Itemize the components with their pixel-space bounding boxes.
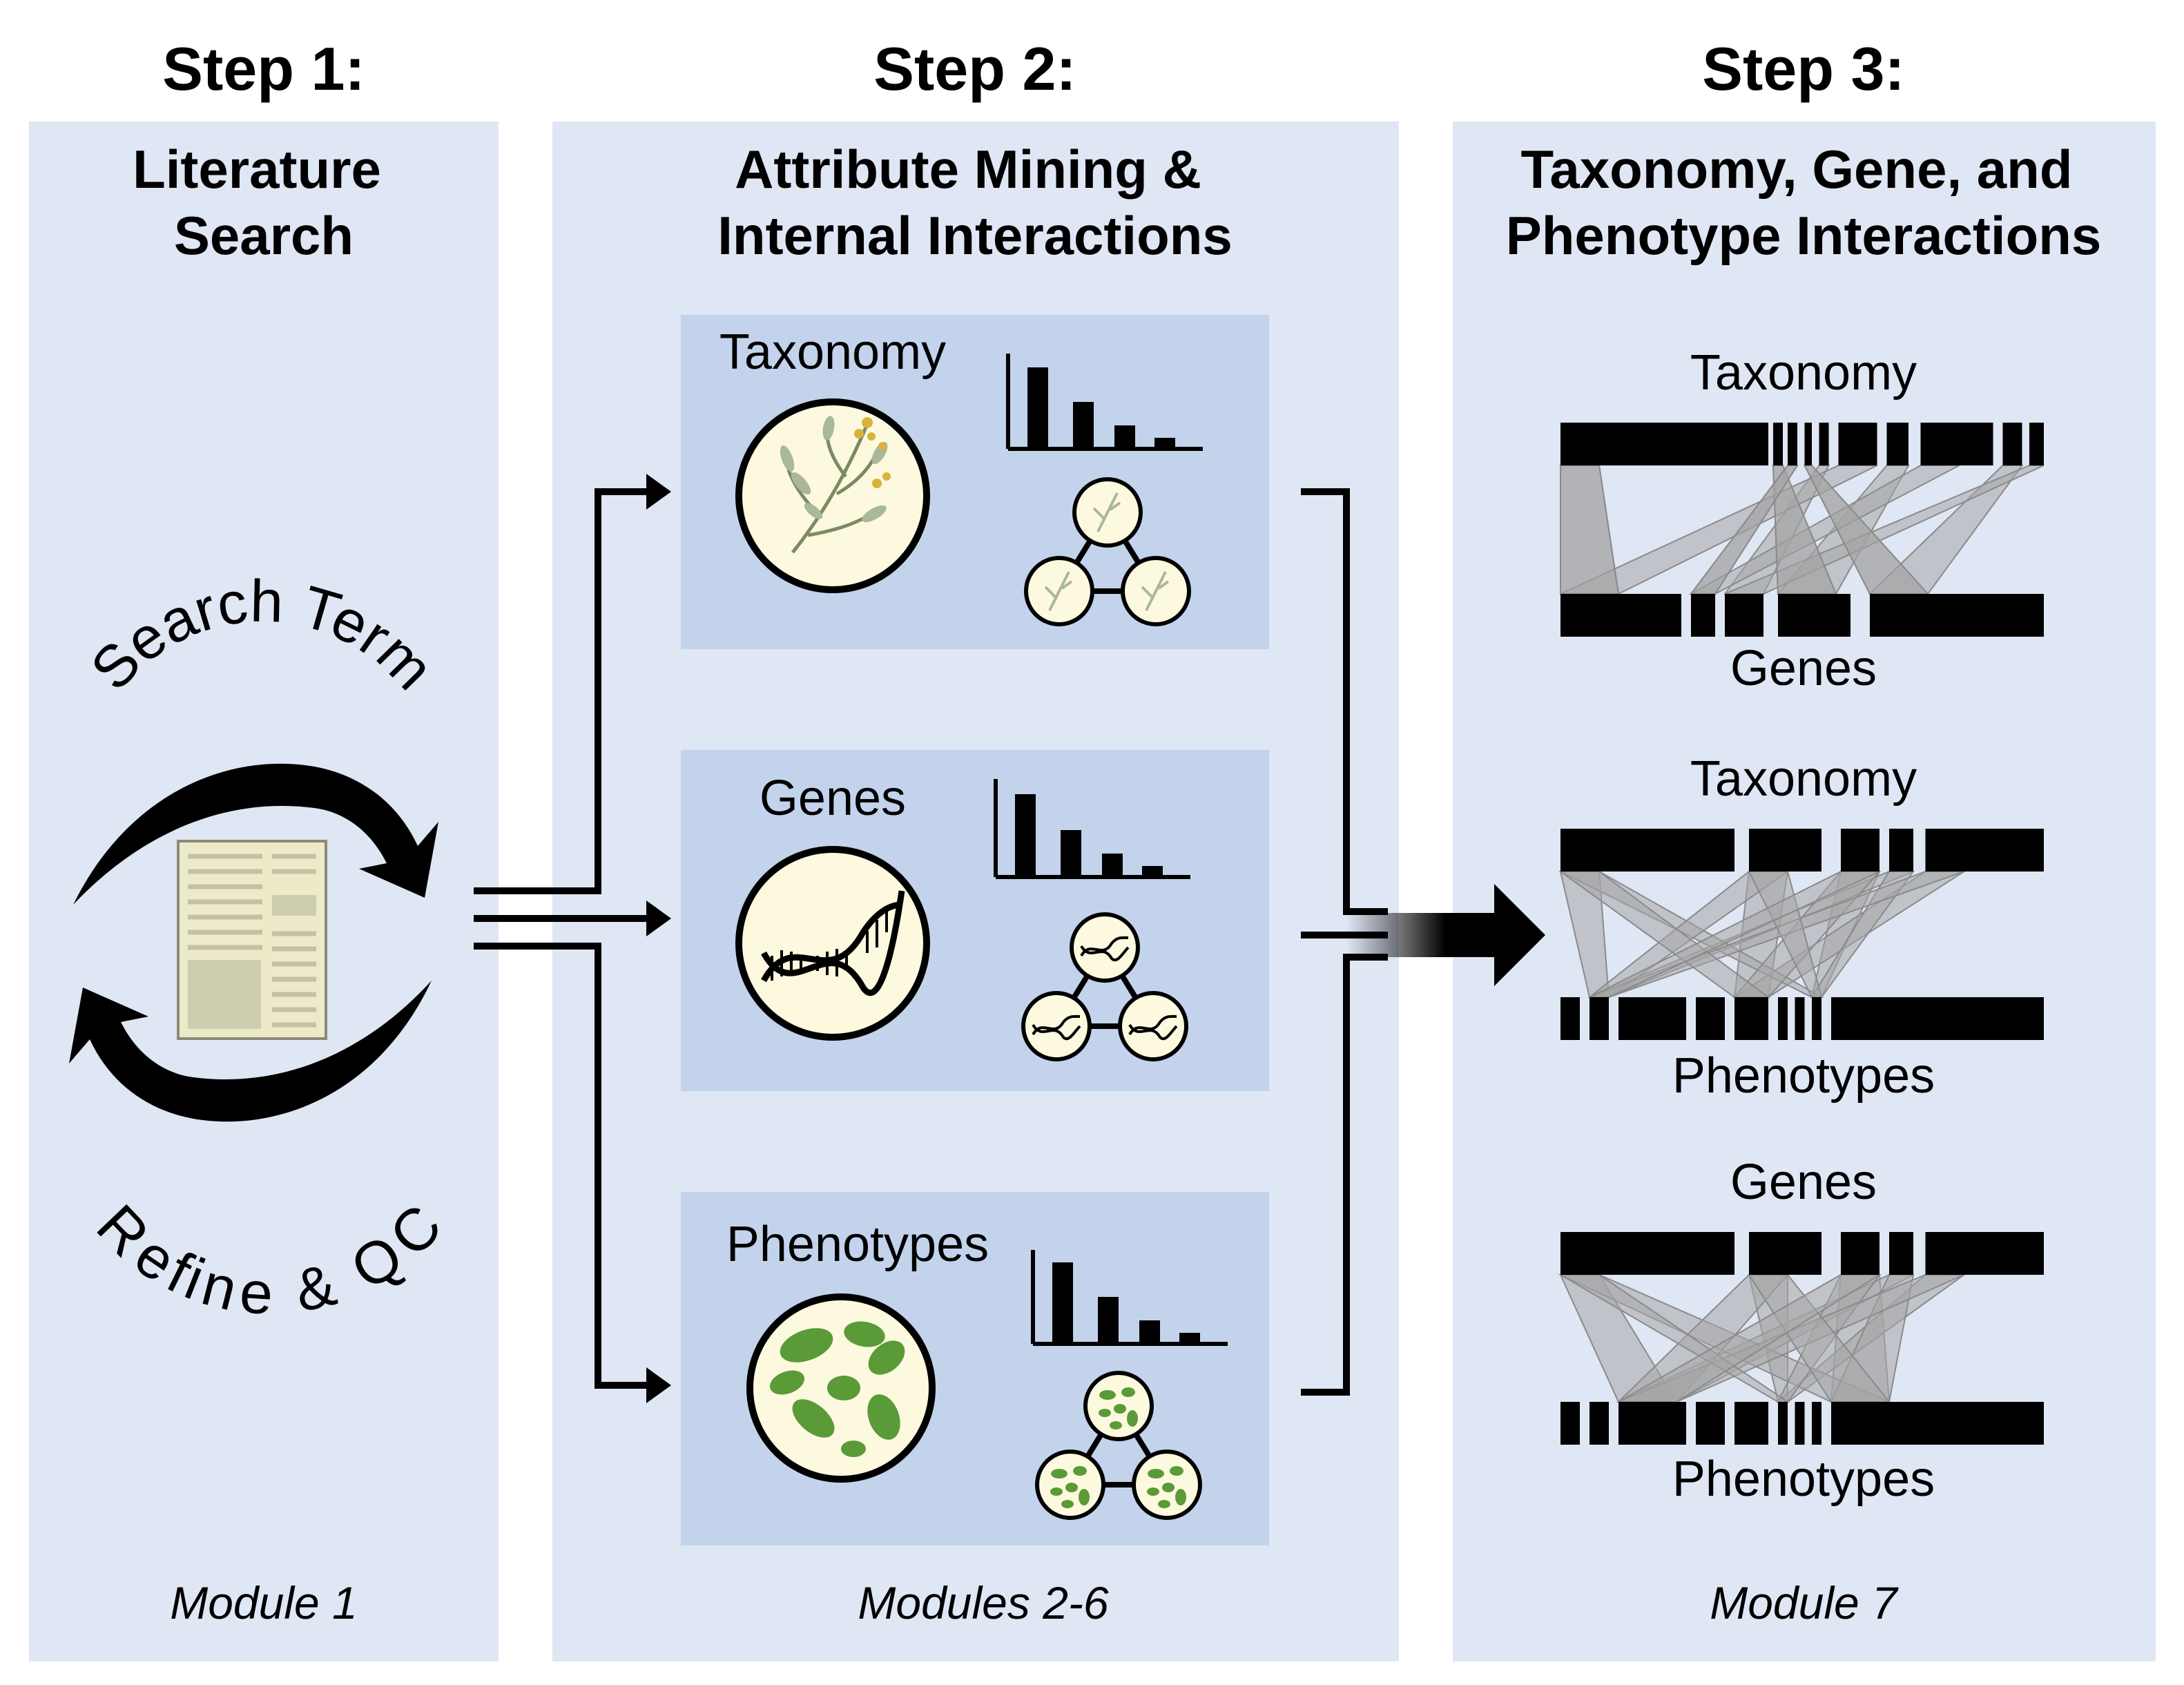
box-phenotypes-label: Phenotypes xyxy=(726,1217,989,1272)
bar-segment-bottom xyxy=(1795,1402,1805,1445)
bar-segment-bottom xyxy=(1560,594,1681,637)
bar-segment-top xyxy=(1889,829,1913,872)
bar-segment-top xyxy=(1749,1232,1821,1275)
ribbons-2 xyxy=(1558,871,1966,998)
bar-segment-top xyxy=(1889,1232,1913,1275)
step3-heading: Step 3: xyxy=(1702,35,1904,103)
arrowhead-genes xyxy=(646,901,671,936)
network-icon-taxonomy xyxy=(1024,477,1191,626)
step3-module: Module 7 xyxy=(1710,1577,1899,1628)
interaction1-top-label: Taxonomy xyxy=(1690,345,1917,401)
bar-segment-top xyxy=(1560,829,1734,872)
plant-icon xyxy=(780,416,891,554)
bar-segment-bottom xyxy=(1870,594,2044,637)
box-taxonomy: Taxonomy xyxy=(681,315,1269,649)
step3-title-line2: Phenotype Interactions xyxy=(1506,205,2102,266)
step1-heading: Step 1: xyxy=(162,35,365,103)
cycle-arrow-top xyxy=(73,763,438,905)
bar-segment-bottom xyxy=(1778,997,1788,1040)
merge-arrow xyxy=(1346,884,1545,986)
box-genes-label: Genes xyxy=(760,771,906,826)
bar-segment-bottom xyxy=(1778,594,1850,637)
step1-module: Module 1 xyxy=(170,1577,358,1628)
bar-segment-bottom xyxy=(1812,997,1821,1040)
dna-icon xyxy=(761,890,905,996)
step2-module: Modules 2-6 xyxy=(858,1577,1108,1628)
box-genes: Genes xyxy=(681,750,1269,1091)
bar-segment-bottom xyxy=(1618,1402,1686,1445)
bar-segment-bottom xyxy=(1560,1402,1580,1445)
network-icon-phenotypes xyxy=(1035,1371,1202,1520)
bar-segment-top xyxy=(1804,423,1812,465)
bar-segment-bottom xyxy=(1589,997,1609,1040)
dna-circle xyxy=(735,846,930,1041)
bar-chart-icon-phenotypes xyxy=(1031,1250,1228,1346)
bar-segment-top xyxy=(1925,829,2044,872)
bar-segment-top xyxy=(1925,1232,2044,1275)
bar-segment-bottom xyxy=(1696,1402,1725,1445)
bar-segment-top xyxy=(1819,423,1829,465)
bar-segment-top xyxy=(1841,1232,1879,1275)
ribbons-3 xyxy=(1558,1274,1966,1403)
bar-segment-bottom xyxy=(1778,1402,1788,1445)
box-taxonomy-label: Taxonomy xyxy=(719,325,946,380)
bar-segment-bottom xyxy=(1795,997,1805,1040)
step1-title-line1: Literature xyxy=(133,139,381,200)
bar-segment-bottom xyxy=(1691,594,1715,637)
bar-segment-top xyxy=(2029,423,2044,465)
bar-segment-bottom xyxy=(1618,997,1686,1040)
bar-segment-bottom xyxy=(1734,997,1768,1040)
interaction2-top-label: Taxonomy xyxy=(1690,751,1917,807)
document-icon xyxy=(177,840,327,1040)
network-icon-genes xyxy=(1021,912,1188,1061)
bar-chart-icon-genes xyxy=(994,779,1190,879)
bar-chart-icon-taxonomy xyxy=(1006,354,1203,451)
bar-segment-top xyxy=(1841,829,1879,872)
bar-segment-bottom xyxy=(1831,1402,2044,1445)
bar-segment-bottom xyxy=(1734,1402,1768,1445)
bar-segment-top xyxy=(1560,1232,1734,1275)
cell-icon xyxy=(769,1321,905,1457)
bar-segment-top xyxy=(1838,423,1877,465)
interaction1-bottom-label: Genes xyxy=(1730,641,1877,696)
arrowhead-phenotypes xyxy=(646,1367,671,1403)
interaction-groups xyxy=(1558,423,2045,1445)
step1-title-line2: Search xyxy=(174,205,354,266)
bar-segment-bottom xyxy=(1589,1402,1609,1445)
bar-segment-top xyxy=(1920,423,1993,465)
step2-title-line1: Attribute Mining & xyxy=(735,139,1201,200)
bar-segment-top xyxy=(1560,423,1768,465)
step2-title-line2: Internal Interactions xyxy=(717,205,1233,266)
bar-segment-bottom xyxy=(1812,1402,1821,1445)
step3-title-line1: Taxonomy, Gene, and xyxy=(1521,139,2073,200)
bar-segment-bottom xyxy=(1696,997,1725,1040)
interaction3-bottom-label: Phenotypes xyxy=(1672,1452,1935,1507)
bar-segment-top xyxy=(2002,423,2022,465)
arrowhead-taxonomy xyxy=(646,474,671,510)
split-connectors xyxy=(474,488,649,1389)
bar-segment-bottom xyxy=(1725,594,1763,637)
bar-segment-top xyxy=(1773,423,1783,465)
ribbons-1 xyxy=(1560,465,2045,595)
bar-segment-bottom xyxy=(1831,997,2044,1040)
step2-heading: Step 2: xyxy=(873,35,1076,103)
cycle-arrow-bottom xyxy=(69,981,432,1122)
interaction2-bottom-label: Phenotypes xyxy=(1672,1048,1935,1104)
bar-segment-top xyxy=(1788,423,1797,465)
interaction3-top-label: Genes xyxy=(1730,1155,1877,1210)
bar-segment-top xyxy=(1749,829,1821,872)
bar-segment-bottom xyxy=(1560,997,1580,1040)
bar-segment-top xyxy=(1886,423,1908,465)
box-phenotypes: Phenotypes xyxy=(681,1192,1269,1546)
